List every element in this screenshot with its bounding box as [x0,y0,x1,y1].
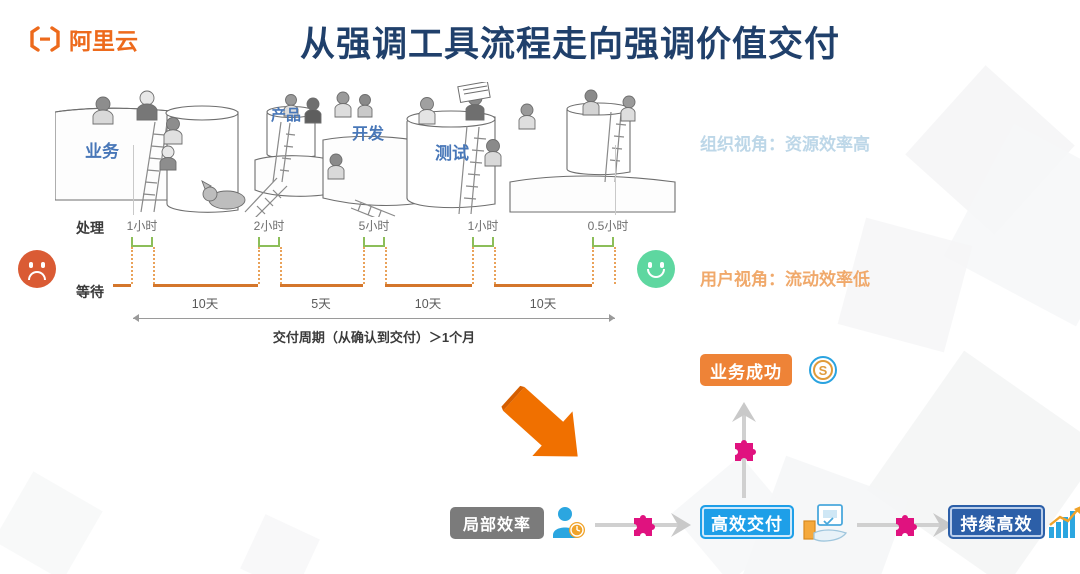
user-view-annotation: 用户视角：流动效率低 [700,270,870,289]
page-title: 从强调工具流程走向强调价值交付 [299,25,840,64]
timeline-riser [385,247,387,284]
timeline-riser [494,247,496,284]
processing-bracket [131,237,153,247]
span-arrow-left [133,314,139,322]
silo-label-testing: 测试 [435,144,469,163]
span-arrow-right [609,314,615,322]
waiting-bar [385,284,472,287]
brand-logo-text: 阿里云 [69,28,138,54]
delivery-cycle-caption: 交付周期（从确认到交付）＞1个月 [272,330,476,345]
waiting-label: 10天 [191,297,219,311]
brand-logo: 阿里云 [28,22,138,56]
silo-label-product: 产品 [271,107,302,124]
timeline-riser [131,247,133,284]
processing-bracket [472,237,494,247]
right-arrow-with-puzzle-icon [595,512,695,543]
processing-label: 1小时 [467,219,499,233]
efficient-delivery-badge[interactable]: 高效交付 [700,505,794,539]
up-arrow-with-puzzle-icon [728,398,760,503]
alibaba-cloud-logo-icon [28,26,62,52]
waiting-label: 5天 [311,297,331,311]
span-tick [615,145,616,215]
sad-face-icon [18,250,56,288]
growth-chart-icon [1048,505,1080,544]
timeline-riser [472,247,474,284]
processing-label: 5小时 [358,219,390,233]
waiting-bar [280,284,363,287]
person-clock-icon [550,505,588,544]
timeline-riser [614,247,616,284]
processing-bracket [592,237,614,247]
dollar-coin-icon: S [808,355,838,390]
processing-label: 0.5小时 [587,219,629,233]
background-shape [0,471,103,574]
hand-package-icon [800,503,850,548]
processing-label: 1小时 [126,219,158,233]
silo-label-business: 业务 [85,142,119,161]
svg-text:S: S [819,363,828,378]
delivery-cycle-timeline: 处理 等待 1小时 2小时 5小时 1小时 0.5小时 [0,145,700,360]
background-shape [240,514,320,574]
waiting-label: 10天 [529,297,557,311]
timeline-row-label-waiting: 等待 [76,284,104,300]
waiting-bar [153,284,258,287]
waiting-label: 10天 [414,297,442,311]
silo-label-development: 开发 [352,126,385,143]
sustained-efficiency-badge[interactable]: 持续高效 [948,505,1045,539]
local-efficiency-badge[interactable]: 局部效率 [450,507,544,539]
timeline-riser [258,247,260,284]
waiting-bar [494,284,592,287]
processing-bracket [363,237,385,247]
organization-view-annotation: 组织视角：资源效率高 [700,135,870,154]
large-orange-down-right-arrow-icon [485,385,605,475]
delivery-span-line [133,318,615,319]
happy-face-icon [637,250,675,288]
timeline-riser [592,247,594,284]
span-tick [133,145,134,215]
processing-label: 2小时 [253,219,285,233]
silo-illustration: 业务 产品 开发 测试 [55,82,680,217]
business-success-badge[interactable]: 业务成功 [700,354,792,386]
timeline-row-label-processing: 处理 [76,220,104,236]
right-arrow-with-puzzle-icon [857,512,957,543]
timeline-riser [280,247,282,284]
waiting-bar [113,284,131,287]
timeline-riser [153,247,155,284]
timeline-riser [363,247,365,284]
processing-bracket [258,237,280,247]
